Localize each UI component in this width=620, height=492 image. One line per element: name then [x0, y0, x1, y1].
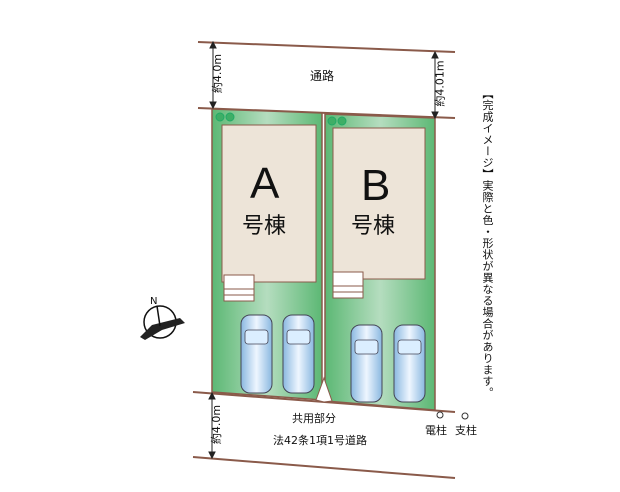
steps-a [223, 274, 255, 302]
shared-area-label: 共用部分 [292, 412, 336, 425]
compass-icon [140, 305, 185, 340]
tree-icon [225, 112, 235, 122]
image-disclaimer-note: 【完成イメージ】実際と色・形状が異なる場合があります。 [481, 88, 494, 399]
road-bottom-width: 約4.0m [210, 404, 224, 445]
support-pole-icon [461, 412, 469, 420]
tree-icon [327, 116, 337, 126]
dimension-arrows [208, 40, 439, 460]
steps-b [332, 271, 364, 299]
compass-north-label: N [150, 296, 158, 307]
building-b-suffix: 号棟 [351, 214, 396, 239]
electric-pole-icon [436, 411, 444, 419]
building-b-letter: B [361, 161, 391, 210]
car-icon [350, 324, 383, 403]
road-top-width-right: 約4.01m [433, 60, 447, 107]
road-bottom-edge [192, 456, 456, 479]
building-a-suffix: 号棟 [242, 214, 287, 239]
support-pole-label: 支柱 [455, 424, 477, 437]
building-a [221, 124, 317, 283]
building-a-letter: A [250, 159, 280, 208]
road-bottom-label: 法42条1項1号道路 [273, 434, 367, 447]
car-icon [282, 314, 315, 394]
car-icon [240, 314, 273, 394]
tree-icon [337, 116, 347, 126]
tree-icon [215, 112, 225, 122]
road-top-width-left: 約4.0m [211, 53, 225, 94]
electric-pole-label: 電柱 [425, 424, 447, 437]
building-b [332, 127, 426, 280]
road-top-label: 通路 [310, 69, 335, 83]
road-top-edge [197, 41, 456, 53]
car-icon [393, 324, 426, 403]
shared-area [315, 376, 333, 403]
